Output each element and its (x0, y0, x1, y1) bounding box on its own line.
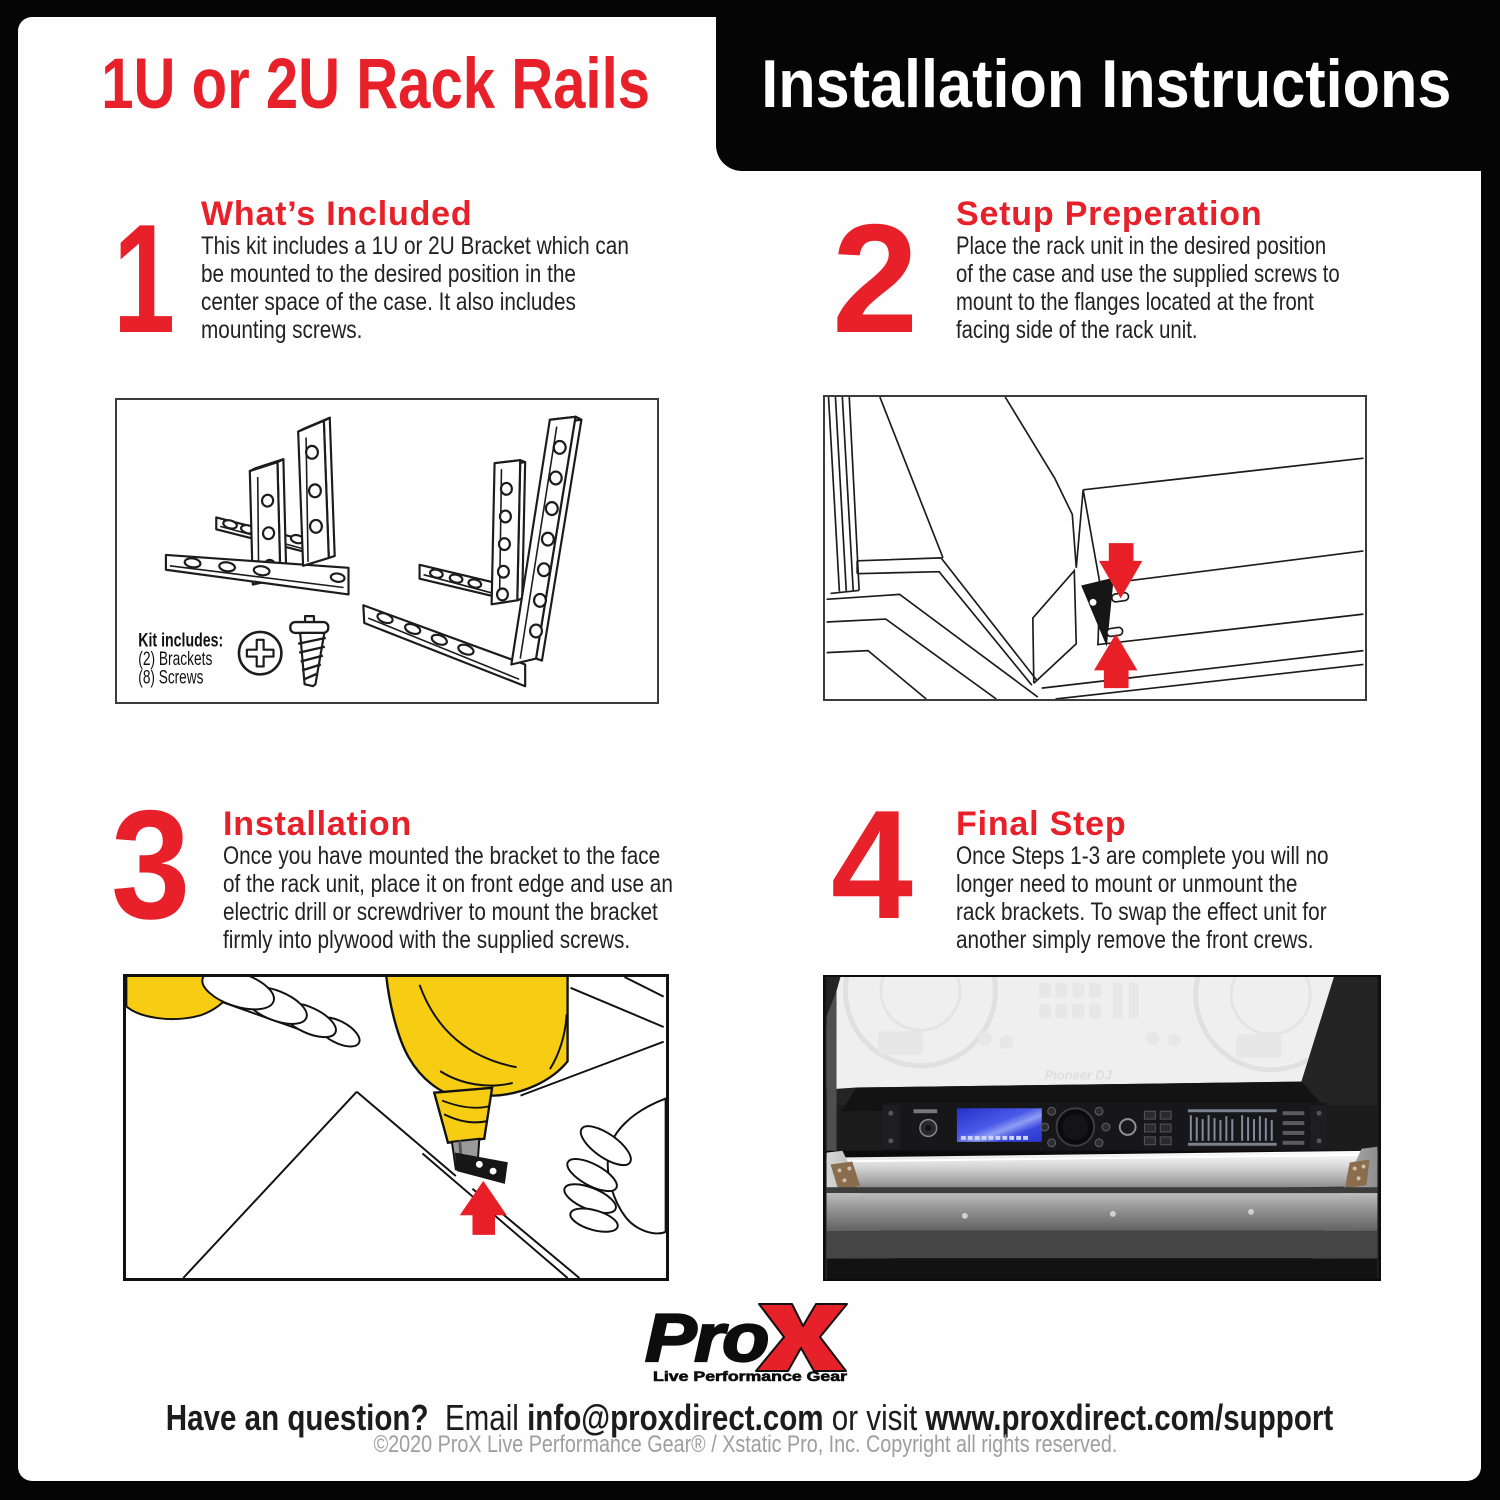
svg-text:(2) Brackets: (2) Brackets (138, 648, 212, 670)
svg-text:Pro: Pro (645, 1300, 768, 1376)
svg-text:Live Performance Gear: Live Performance Gear (653, 1369, 848, 1384)
svg-text:Kit includes:: Kit includes: (138, 630, 223, 652)
svg-text:Pioneer DJ: Pioneer DJ (1045, 1068, 1113, 1083)
svg-text:(8) Screws: (8) Screws (138, 667, 203, 689)
